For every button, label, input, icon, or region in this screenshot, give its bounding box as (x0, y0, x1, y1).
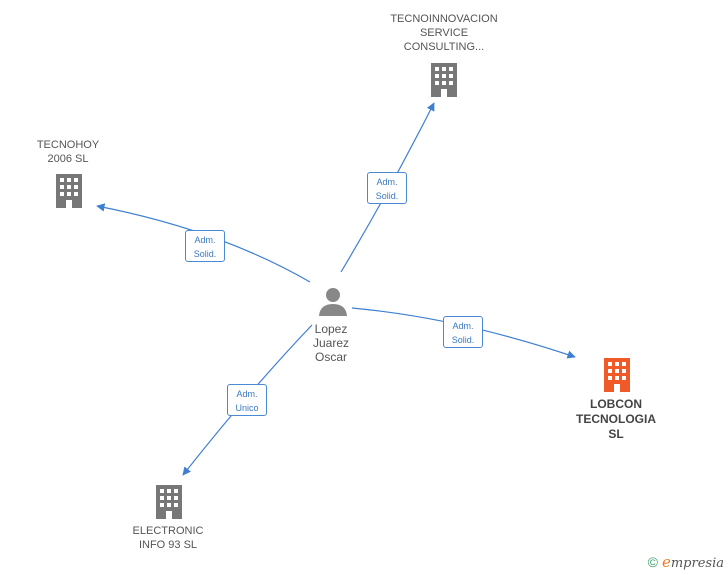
relation-tag-lobcon[interactable]: Adm. Solid. (443, 316, 483, 348)
building-icon[interactable] (54, 174, 84, 208)
company-label-lobcon[interactable]: LOBCON TECNOLOGIA SL (576, 397, 656, 441)
company-label-tecnohoy[interactable]: TECNOHOY 2006 SL (36, 139, 100, 165)
footer-brand[interactable]: ©empresia (648, 553, 724, 571)
building-icon-highlighted[interactable] (602, 358, 632, 392)
company-label-tecnoinnovacion[interactable]: TECNOINNOVACION SERVICE CONSULTING... (390, 13, 498, 53)
relation-tag-electronic[interactable]: Adm. Unico (227, 384, 267, 416)
person-icon[interactable] (318, 286, 348, 316)
relation-tag-tecnoinnovacion[interactable]: Adm. Solid. (367, 172, 407, 204)
copyright-symbol: © (647, 554, 658, 570)
person-label[interactable]: Lopez Juarez Oscar (312, 322, 350, 364)
relation-tag-tecnohoy[interactable]: Adm. Solid. (185, 230, 225, 262)
building-icon[interactable] (154, 485, 184, 519)
company-label-electronic[interactable]: ELECTRONIC INFO 93 SL (132, 525, 204, 551)
brand-logo: empresia (661, 553, 724, 571)
building-icon[interactable] (429, 63, 459, 97)
